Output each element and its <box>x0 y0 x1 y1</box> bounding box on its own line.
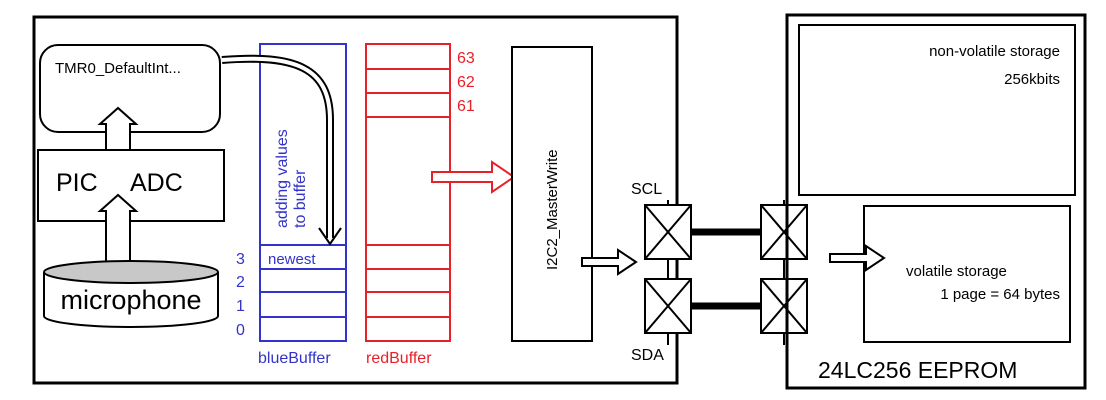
red-buffer-index: 62 <box>457 74 475 91</box>
nonvolatile-storage-box <box>798 24 1076 196</box>
red-buffer-index: 63 <box>457 50 475 67</box>
red-buffer-index: 61 <box>457 98 475 115</box>
scl-label: SCL <box>631 181 662 198</box>
blue-buffer-index: 2 <box>236 274 245 291</box>
blue-buffer-note-line2: to buffer <box>292 169 309 228</box>
blue-buffer-index: 3 <box>236 251 245 268</box>
microphone-label: microphone <box>60 285 201 315</box>
blue-buffer <box>259 43 347 342</box>
blue-buffer-newest-label: newest <box>268 251 316 268</box>
page-size-label: 1 page = 64 bytes <box>940 286 1060 303</box>
mic-to-adc-arrow <box>97 193 139 269</box>
sda-connector-eeprom <box>760 278 808 334</box>
microphone-cylinder <box>43 260 219 328</box>
red-buffer-name: redBuffer <box>366 350 432 367</box>
nonvolatile-capacity-label: 256kbits <box>1004 71 1060 88</box>
scl-connector-pic <box>644 204 692 260</box>
red-buffer-cells <box>366 68 450 318</box>
i2c-write-label: I2C2_MasterWrite <box>544 149 561 270</box>
timer-interrupt-label: TMR0_DefaultInt... <box>55 60 181 77</box>
red-buffer <box>365 43 451 342</box>
eeprom-label: 24LC256 EEPROM <box>818 357 1017 383</box>
i2c-write-block <box>511 46 593 342</box>
sda-connector-pic <box>644 278 692 334</box>
eeprom-chip <box>785 13 1087 390</box>
blue-buffer-name: blueBuffer <box>258 350 331 367</box>
scl-connector-eeprom <box>760 204 808 260</box>
adc-to-timer-arrow <box>97 106 139 151</box>
adc-label: ADC <box>130 169 183 197</box>
volatile-storage-label: volatile storage <box>906 263 1007 280</box>
blue-buffer-index: 0 <box>236 322 245 339</box>
buffer-to-i2c-arrow <box>431 160 516 194</box>
pic-label: PIC <box>56 169 98 197</box>
blue-buffer-cells <box>260 244 346 318</box>
blue-buffer-index: 1 <box>236 298 245 315</box>
pic-boundary <box>32 15 679 385</box>
nonvolatile-storage-label: non-volatile storage <box>929 43 1060 60</box>
blue-buffer-note-line1: adding values <box>274 129 291 228</box>
timer-to-buffer-arrow <box>221 54 342 246</box>
bus-to-volatile-arrow <box>829 244 886 272</box>
sda-label: SDA <box>631 347 664 364</box>
volatile-storage-box <box>863 205 1071 343</box>
i2c-to-bus-arrow <box>581 248 638 276</box>
